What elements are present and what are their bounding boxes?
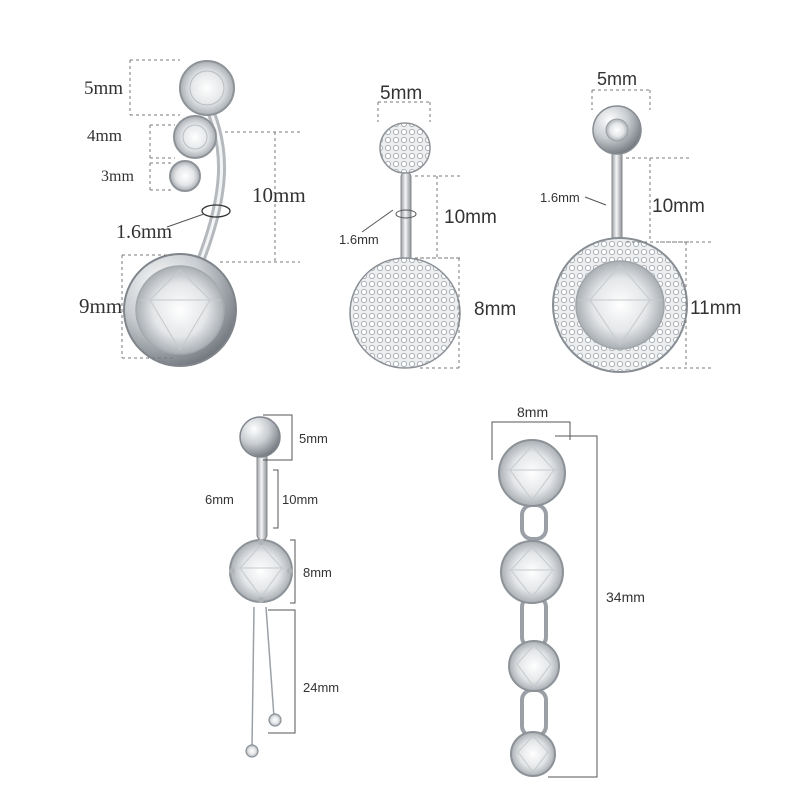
chain-left	[251, 606, 255, 749]
p4-top-label: 5mm	[299, 431, 328, 446]
straight-bar	[256, 447, 268, 541]
product-5-four-gem-drop: 8mm 34mm	[491, 404, 645, 778]
drop-gem-right	[268, 713, 282, 727]
p5-length-label: 34mm	[606, 589, 645, 605]
p1-small-label: 3mm	[101, 168, 134, 185]
product-3-halo-round: 5mm 1.6mm 10mm 11mm	[540, 69, 741, 373]
small-gem-3mm	[169, 160, 201, 192]
center-gem-8mm	[229, 539, 293, 603]
p4-gem-label: 8mm	[303, 565, 332, 580]
p2-bottom-label: 8mm	[474, 299, 516, 320]
straight-bar	[611, 141, 623, 247]
p1-mid-label: 4mm	[87, 126, 122, 145]
p4-gauge-label: 6mm	[205, 492, 234, 507]
p3-top-label: 5mm	[597, 69, 637, 89]
gem-4	[510, 731, 556, 777]
gem-1	[498, 439, 566, 507]
p3-bottom-label: 11mm	[690, 298, 741, 319]
product-1-curved-triple-gem: 5mm 4mm 3mm 1.6mm 10mm 9mm	[79, 59, 306, 367]
gem-2	[500, 540, 564, 604]
p1-top-label: 5mm	[84, 78, 123, 99]
p1-bottom-label: 9mm	[79, 294, 122, 318]
straight-bar	[400, 171, 412, 263]
bottom-pave-ball-8mm	[349, 257, 461, 369]
chain-right	[265, 606, 275, 718]
gem-3	[508, 640, 560, 692]
center-gem	[575, 260, 665, 350]
p2-gauge-label: 1.6mm	[339, 232, 379, 247]
p2-top-label: 5mm	[380, 83, 422, 104]
middle-gem-4mm	[173, 115, 217, 159]
p2-bar-label: 10mm	[444, 207, 497, 228]
bottom-gem-9mm	[135, 265, 225, 355]
product-2-pave-ball: 5mm 1.6mm 10mm 8mm	[339, 83, 516, 369]
p3-gauge-label: 1.6mm	[540, 190, 580, 205]
drop-gem-left	[245, 744, 259, 758]
p4-bar-label: 10mm	[282, 492, 318, 507]
p4-chain-label: 24mm	[303, 680, 339, 695]
p1-bar-label: 10mm	[252, 183, 306, 207]
top-ball-5mm	[239, 416, 281, 458]
p5-width-label: 8mm	[517, 404, 548, 420]
top-pave-ball-5mm	[379, 122, 431, 174]
gauge-ring-marker	[201, 204, 231, 218]
p3-bar-label: 10mm	[652, 196, 705, 217]
product-4-dangle-chain: 5mm 6mm 10mm 8mm 24mm	[205, 414, 339, 758]
p1-gauge-label: 1.6mm	[116, 221, 173, 243]
top-gem-5mm	[179, 60, 235, 116]
